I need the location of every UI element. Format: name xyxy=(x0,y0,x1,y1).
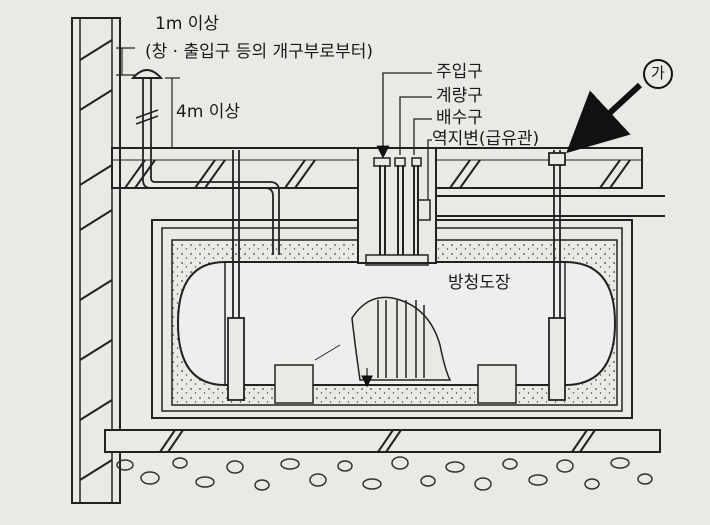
tank-cutaway xyxy=(314,296,452,381)
label-marker: 가 xyxy=(651,64,665,82)
foundation xyxy=(104,429,661,491)
access-manhole xyxy=(357,147,437,266)
saddle-right xyxy=(477,364,517,404)
label-drain-port: 배수구 xyxy=(436,108,483,128)
label-anticorrosion: 방청도장 xyxy=(448,273,511,293)
dimension-1m xyxy=(116,47,135,76)
building-wall xyxy=(71,17,121,504)
label-gauge-port: 계량구 xyxy=(436,86,483,106)
supply-pipe xyxy=(548,150,566,401)
label-distance-1m: 1m 이상 xyxy=(155,14,220,34)
vent-cap xyxy=(130,69,164,79)
marker-arrow xyxy=(566,82,643,154)
marker-circle xyxy=(643,59,673,89)
label-distance-4m: 4m 이상 xyxy=(176,102,241,122)
label-shutoff-valve: 역지변(급유관) xyxy=(432,129,540,149)
dimension-4m xyxy=(165,77,180,149)
label-leaders xyxy=(376,72,432,200)
label-distance-1m-note: (창 · 출입구 등의 개구부로부터) xyxy=(145,42,373,62)
label-fill-port: 주입구 xyxy=(436,62,483,82)
saddle-left xyxy=(274,364,314,404)
vent-pipe xyxy=(142,75,280,401)
